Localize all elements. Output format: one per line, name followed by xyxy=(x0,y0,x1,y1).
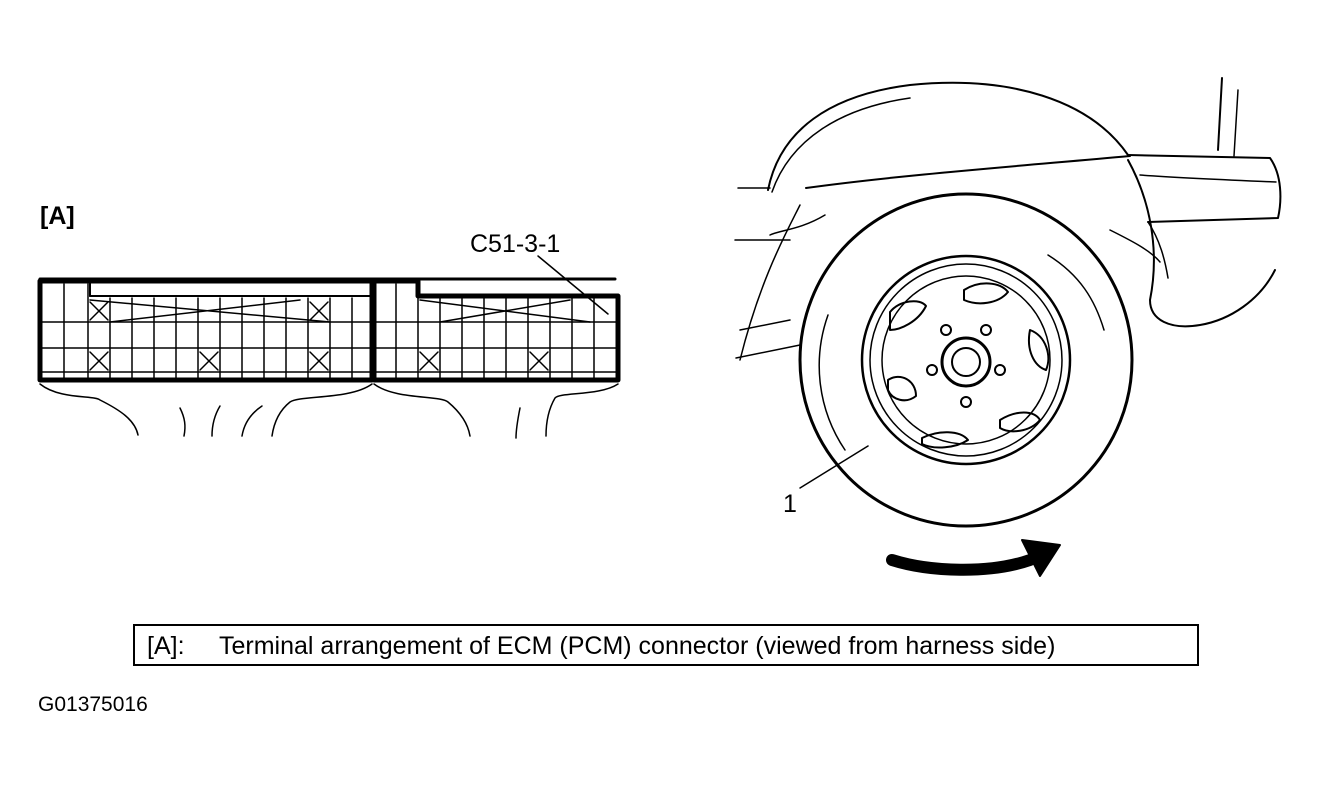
connector-callout-label: C51-3-1 xyxy=(470,230,561,258)
legend-key: [A]: xyxy=(147,632,185,660)
legend-text: Terminal arrangement of ECM (PCM) connec… xyxy=(219,632,1056,660)
figure-id: G01375016 xyxy=(38,693,148,716)
rotation-arrow xyxy=(886,539,1061,577)
section-label: [A] xyxy=(40,202,75,230)
vehicle-wheel xyxy=(734,77,1282,528)
ecm-connector xyxy=(37,255,621,439)
legend-box: [A]: Terminal arrangement of ECM (PCM) c… xyxy=(133,624,1199,666)
wheel-callout-label: 1 xyxy=(783,490,797,518)
